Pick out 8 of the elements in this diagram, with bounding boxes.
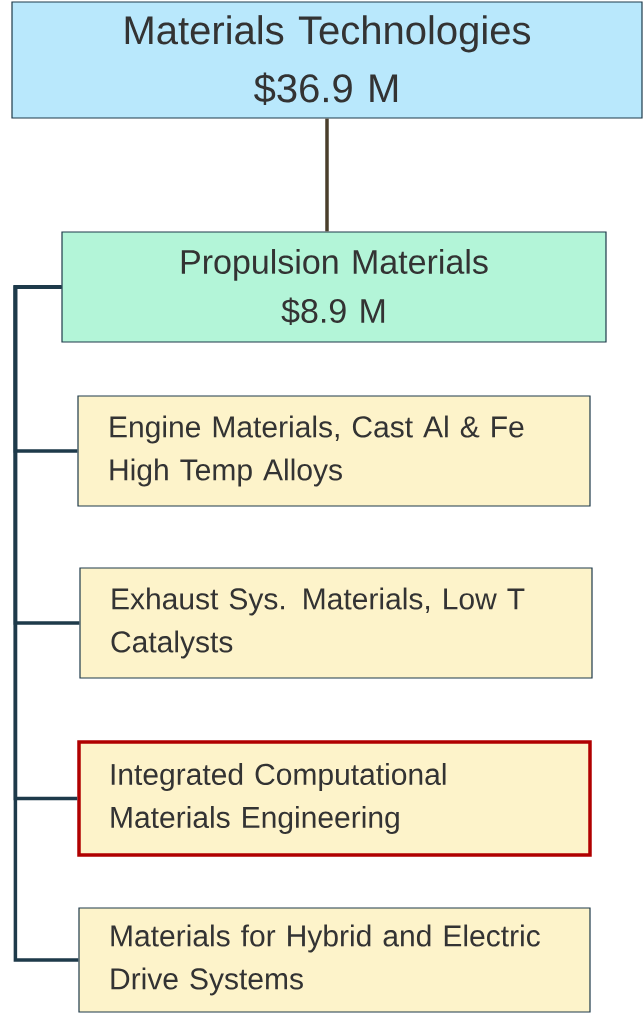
category-box: Engine Materials, Cast Al & Fe High Temp Alloys <box>77 395 591 507</box>
category-box: Materials for Hybrid and Electric Drive Systems <box>78 907 591 1013</box>
category-box: Materials Technologies $36.9 M <box>11 1 643 119</box>
category-box: Propulsion Materials $8.9 M <box>61 231 607 343</box>
connector-line <box>325 118 329 232</box>
category-box: Integrated Computational Materials Engineering <box>77 740 592 857</box>
category-box: Exhaust Sys. Materials, Low T Catalysts <box>79 567 593 679</box>
connector-line <box>13 285 79 962</box>
